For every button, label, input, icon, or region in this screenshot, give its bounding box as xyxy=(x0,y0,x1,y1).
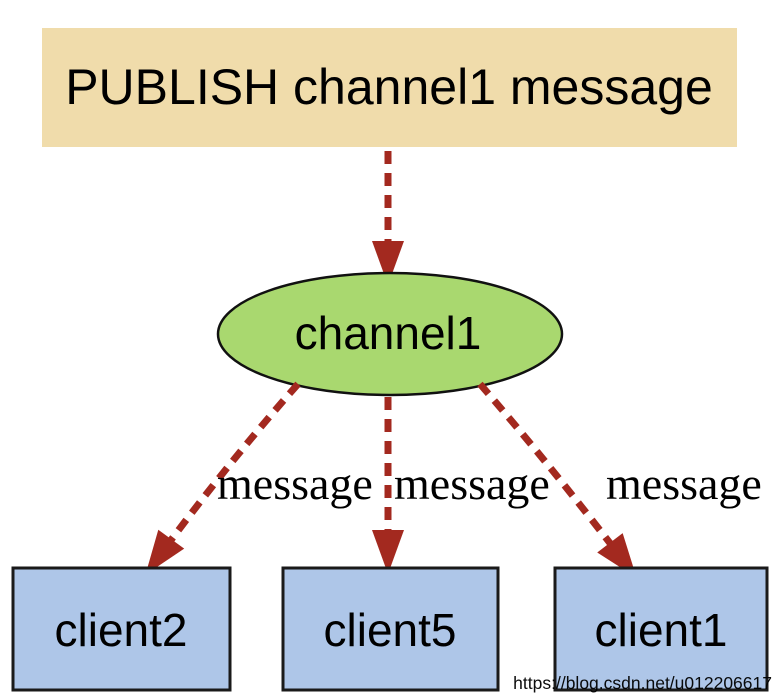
client2-label: client2 xyxy=(55,604,188,656)
channel-ellipse xyxy=(216,271,564,397)
client-node-client5: client5 xyxy=(281,566,500,692)
channel-node: channel1 xyxy=(216,271,564,397)
client5-box xyxy=(281,566,500,692)
client-node-client1: client1 xyxy=(553,566,769,692)
publisher-node: PUBLISH channel1 message xyxy=(42,28,737,147)
edge-label-message-3: message xyxy=(606,458,762,509)
publisher-label: PUBLISH channel1 message xyxy=(65,59,713,115)
client1-box xyxy=(553,566,769,692)
client2-box xyxy=(11,566,232,692)
watermark: https://blog.csdn.net/u012206617 xyxy=(513,673,772,693)
client-node-client2: client2 xyxy=(11,566,232,692)
client1-label: client1 xyxy=(595,604,728,656)
subscribe-arrow-client1 xyxy=(477,381,639,580)
client5-label: client5 xyxy=(324,604,457,656)
edge-label-message-1: message xyxy=(217,458,373,509)
channel-label: channel1 xyxy=(295,307,482,359)
subscribe-arrow-client2 xyxy=(143,381,301,577)
edge-label-message-2: message xyxy=(394,458,550,509)
publisher-box xyxy=(42,28,737,147)
